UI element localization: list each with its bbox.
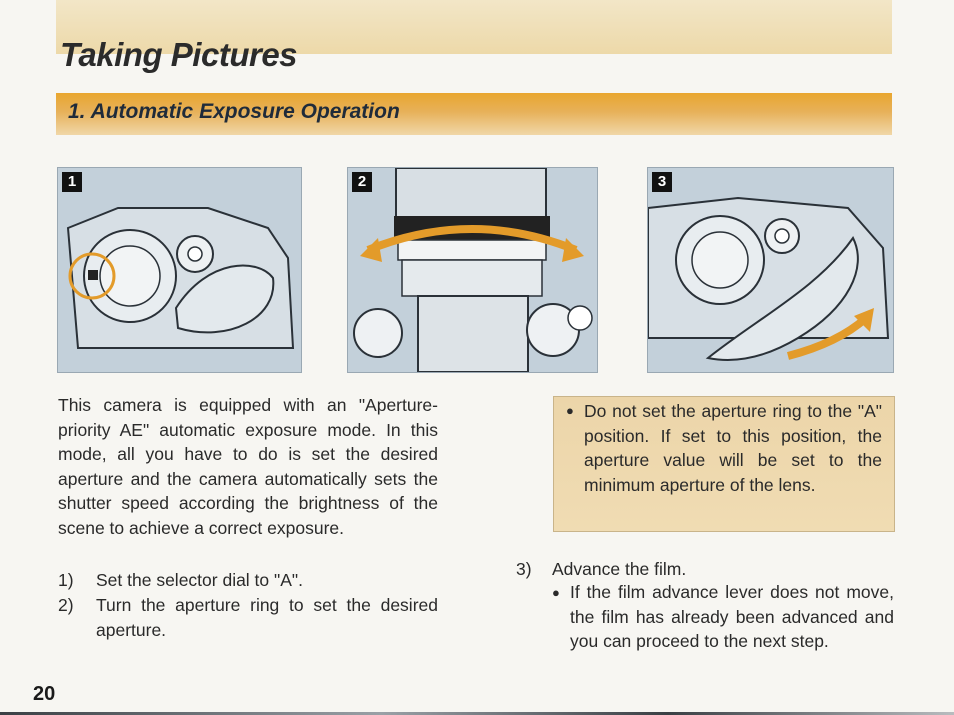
intro-paragraph: This camera is equipped with an "Apertur… <box>58 395 438 538</box>
bullet-icon: ● <box>552 585 560 600</box>
title-band <box>56 0 892 54</box>
figure-1-selector-dial: 1 <box>57 167 302 373</box>
page-number: 20 <box>33 683 56 705</box>
note-box: ● Do not set the aperture ring to the "A… <box>553 396 895 532</box>
advance-lever-illustration <box>648 168 893 372</box>
step-text: Turn the aperture ring to set the desire… <box>96 595 438 640</box>
page-title: Taking Pictures <box>60 36 298 73</box>
note-text: Do not set the aperture ring to the "A" … <box>584 401 882 495</box>
bullet-icon: ● <box>566 403 574 418</box>
step-3-bullet-text: If the film advance lever does not move,… <box>570 582 894 651</box>
step-number: 3) <box>516 559 532 579</box>
figure-3-film-advance-lever: 3 <box>647 167 894 373</box>
figure-number: 1 <box>62 172 82 192</box>
step-text: Set the selector dial to "A". <box>96 570 303 590</box>
figure-number: 2 <box>352 172 372 192</box>
step-number: 2) <box>58 595 74 615</box>
figure-2-aperture-ring: 2 <box>347 167 598 373</box>
bottom-rule <box>0 712 954 715</box>
step-number: 1) <box>58 570 74 590</box>
figure-number: 3 <box>652 172 672 192</box>
section-band <box>56 93 892 135</box>
camera-top-illustration <box>58 168 301 372</box>
section-title: 1. Automatic Exposure Operation <box>68 100 400 123</box>
lens-front-illustration <box>348 168 597 372</box>
step-text: Advance the film. <box>552 559 687 579</box>
